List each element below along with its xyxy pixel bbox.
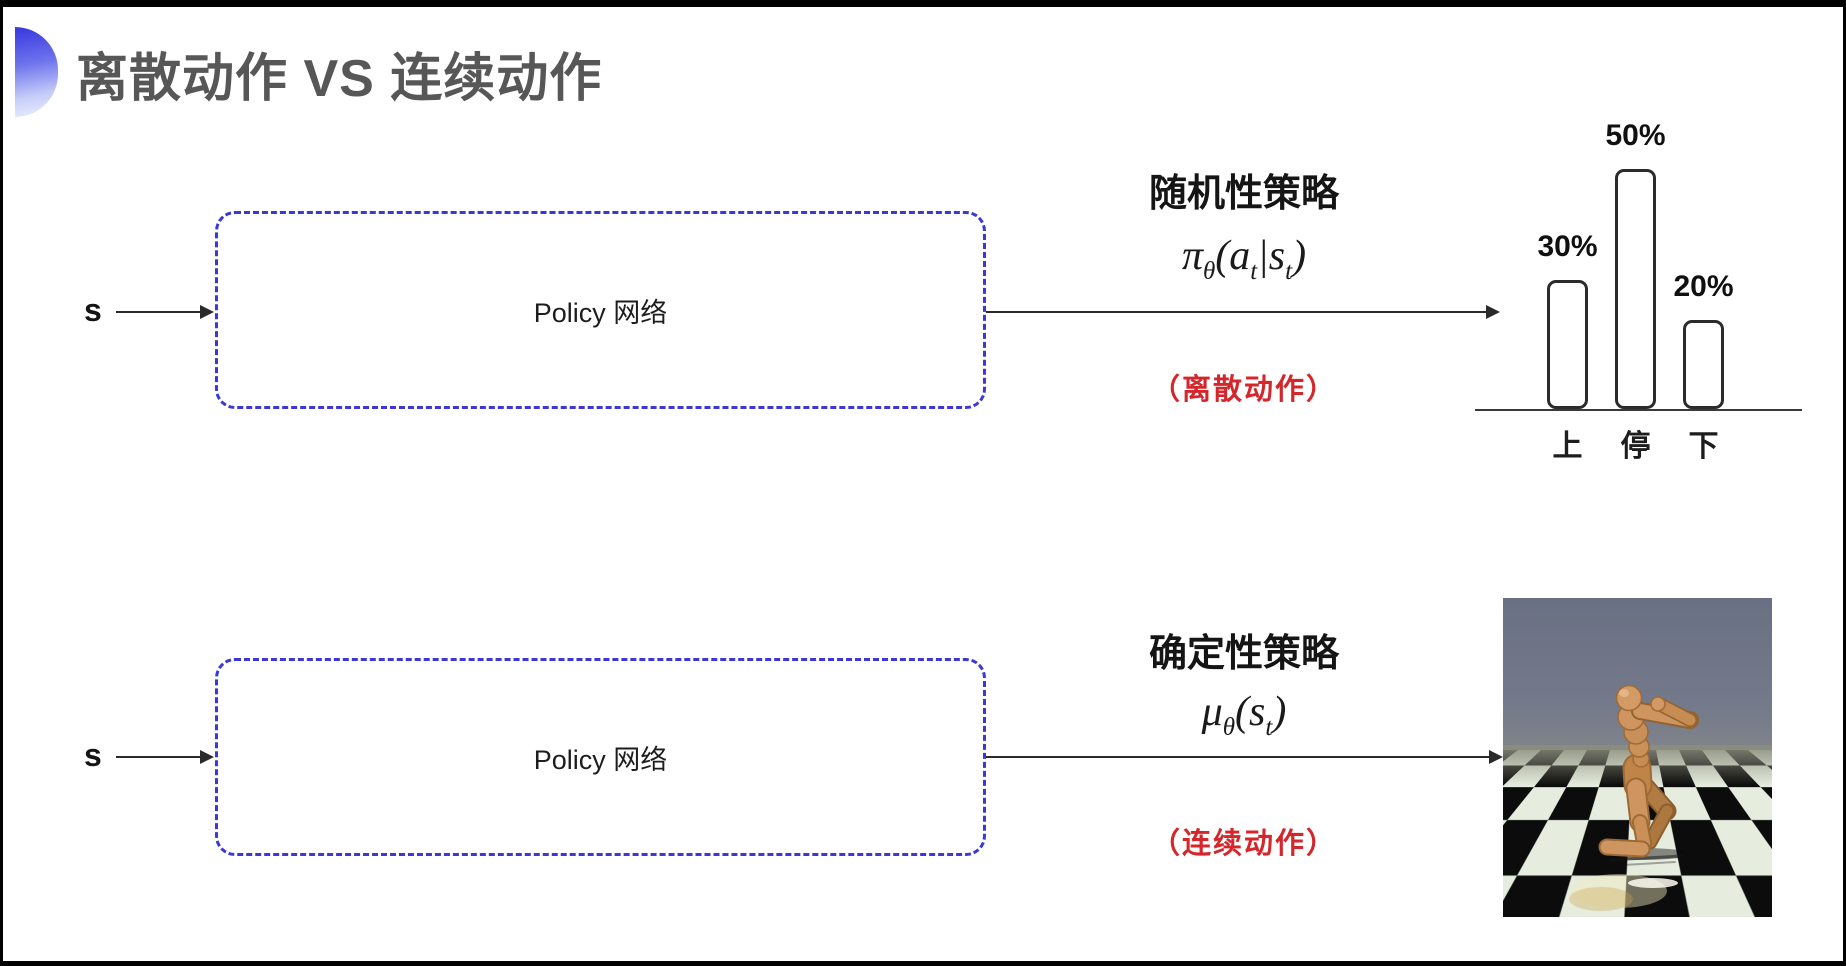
- humanoid-robot: [1569, 684, 1699, 911]
- bar-category-label: 停: [1620, 430, 1651, 463]
- output-arrow-1: [986, 305, 1500, 319]
- policy-title-deterministic: 确定性策略: [1148, 633, 1339, 675]
- bar-value-label: 50%: [1605, 119, 1666, 152]
- policy-network-box-2: Policy 网络: [215, 658, 986, 856]
- input-arrow-2: [116, 750, 214, 764]
- continuous-action-note: （连续动作）: [1150, 828, 1337, 860]
- policy-network-box-1: Policy 网络: [215, 211, 986, 409]
- formula-deterministic-policy: μθ(st): [1201, 689, 1287, 741]
- bar-category-label: 下: [1688, 430, 1719, 463]
- formula-stochastic-policy: πθ(at|st): [1181, 233, 1307, 285]
- bar-category-label: 上: [1552, 430, 1583, 463]
- policy-box-label-2: Policy 网络: [533, 744, 668, 775]
- policy-title-stochastic: 随机性策略: [1148, 173, 1339, 215]
- chart-bar: [1683, 320, 1724, 409]
- bar-chart-plot: 30% 上 50% 停 20% 下: [1475, 119, 1802, 463]
- bar-value-label: 20%: [1673, 270, 1734, 303]
- chart-bar: [1547, 280, 1588, 409]
- mujoco-humanoid-render: [1503, 598, 1772, 917]
- policy-box-label-1: Policy 网络: [533, 297, 668, 328]
- state-input-label-2: s: [84, 737, 102, 773]
- slide-title: 离散动作 VS 连续动作: [76, 50, 603, 108]
- bar-value-label: 30%: [1537, 230, 1598, 263]
- output-arrow-2: [986, 750, 1503, 764]
- state-input-label-1: s: [84, 292, 102, 328]
- accent-half-disc-icon: [15, 27, 58, 117]
- input-arrow-1: [116, 305, 214, 319]
- discrete-action-note: （离散动作）: [1150, 374, 1337, 406]
- chart-bar: [1615, 169, 1656, 409]
